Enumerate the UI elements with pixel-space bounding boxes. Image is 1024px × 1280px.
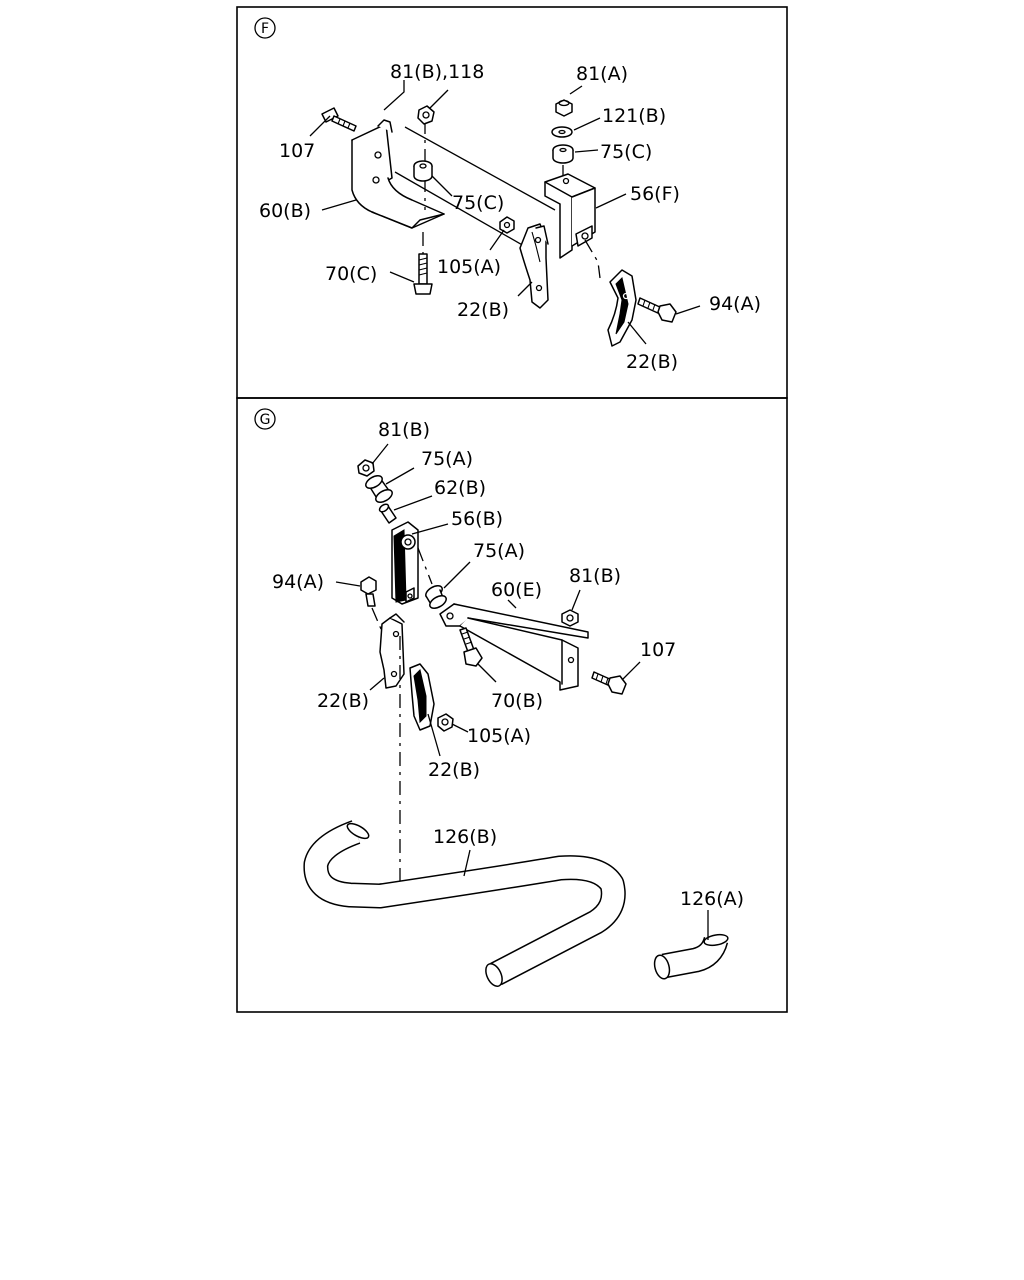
bushing-75a-top — [365, 475, 393, 503]
section-g-frame — [236, 397, 788, 1013]
bushing-75a-lower — [425, 585, 447, 609]
label-105a-g: 105(A) — [467, 725, 531, 747]
bracket-56f — [544, 173, 596, 259]
bushing-75c-lower — [413, 160, 433, 182]
nut-105a-g — [437, 713, 454, 732]
label-81a: 81(A) — [576, 63, 628, 85]
label-70c: 70(C) — [325, 263, 377, 285]
label-105a-f: 105(A) — [437, 256, 501, 278]
bracket-60b — [351, 119, 445, 229]
section-g-marker-text: G — [260, 412, 271, 428]
label-75a-lower: 75(A) — [473, 540, 525, 562]
label-94a-g: 94(A) — [272, 571, 324, 593]
section-f-marker — [254, 17, 276, 39]
nut-105a-f — [499, 216, 515, 234]
bolt-70b — [459, 627, 483, 667]
section-g-panel: G — [236, 397, 788, 1013]
label-22b-left-f: 22(B) — [457, 299, 509, 321]
bolt-94a-g — [360, 576, 377, 607]
label-121b: 121(B) — [602, 105, 666, 127]
label-107-g: 107 — [640, 639, 676, 661]
label-56b: 56(B) — [451, 508, 503, 530]
washer-121b — [551, 126, 573, 138]
nut-81a — [555, 99, 573, 117]
clamp-22b-left-f — [519, 223, 549, 309]
hose-126b — [303, 820, 626, 988]
nut-81b-f — [417, 105, 435, 125]
clamp-22b-right-f — [607, 269, 637, 347]
bolt-94a-f — [637, 297, 677, 323]
bushing-75c-upper — [552, 144, 574, 164]
label-22b-right-f: 22(B) — [626, 351, 678, 373]
section-f-panel: F — [236, 6, 788, 399]
label-107-f: 107 — [279, 140, 315, 162]
nut-81b-g-right — [561, 609, 579, 627]
nut-81b-g-top — [357, 459, 375, 477]
bolt-107 — [321, 107, 357, 132]
section-g-marker — [254, 408, 276, 430]
hose-126a — [653, 933, 729, 980]
label-60e: 60(E) — [491, 579, 542, 601]
label-62b: 62(B) — [434, 477, 486, 499]
label-81b-g-right: 81(B) — [569, 565, 621, 587]
bracket-56b — [391, 521, 419, 605]
label-70b: 70(B) — [491, 690, 543, 712]
label-75c-lower: 75(C) — [452, 192, 504, 214]
label-94a-f: 94(A) — [709, 293, 761, 315]
bracket-60e — [439, 603, 589, 691]
clamp-22b-left-g — [379, 613, 405, 689]
label-81b-118: 81(B),118 — [390, 61, 484, 83]
label-126b: 126(B) — [433, 826, 497, 848]
sleeve-62b — [378, 503, 397, 524]
label-75a-top: 75(A) — [421, 448, 473, 470]
label-22b-left-g: 22(B) — [317, 690, 369, 712]
label-22b-right-g: 22(B) — [428, 759, 480, 781]
label-81b-g-top: 81(B) — [378, 419, 430, 441]
label-126a: 126(A) — [680, 888, 744, 910]
label-75c-upper: 75(C) — [600, 141, 652, 163]
label-56f: 56(F) — [630, 183, 680, 205]
section-f-marker-text: F — [261, 21, 269, 37]
clamp-22b-right-g — [409, 663, 435, 731]
bolt-70c — [413, 253, 433, 295]
bolt-107-g — [591, 671, 627, 695]
section-f-frame — [236, 6, 788, 399]
label-60b: 60(B) — [259, 200, 311, 222]
